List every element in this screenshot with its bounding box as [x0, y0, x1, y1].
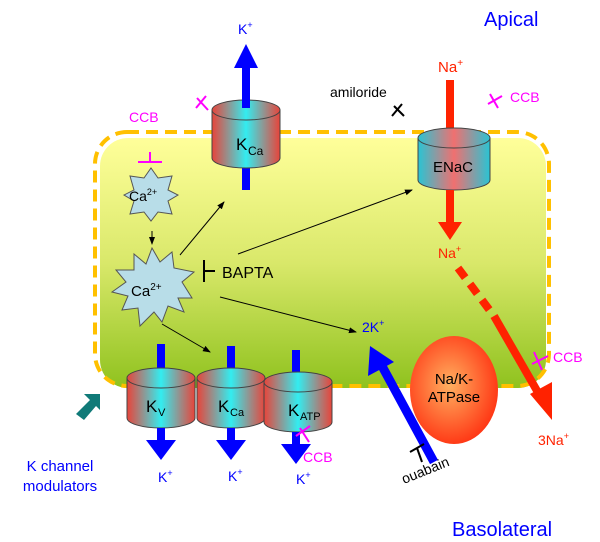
k-efflux-arrow-up	[234, 44, 258, 108]
modulators-label: modulators	[23, 478, 97, 495]
svg-text:Ca: Ca	[230, 407, 245, 419]
na-efflux-line	[490, 314, 544, 398]
inhibitor-icon	[531, 351, 549, 371]
modulators-label: K channel	[27, 458, 94, 475]
na-ion-label: Na+	[438, 244, 461, 261]
svg-text:ENaC: ENaC	[433, 159, 473, 176]
kca-apical-channel: K Ca	[211, 44, 281, 190]
calcium-label: Ca2+	[131, 282, 162, 300]
svg-text:K: K	[146, 397, 158, 416]
na-k-atpase	[410, 336, 498, 444]
inhibitor-icon	[409, 443, 425, 463]
inhibitor-icon	[295, 425, 311, 443]
k-ion-label: K+	[296, 470, 311, 487]
bapta-label: BAPTA	[222, 265, 274, 282]
inhibitor-icon	[203, 260, 215, 282]
svg-text:K: K	[236, 135, 248, 154]
svg-text:Ca: Ca	[248, 144, 264, 158]
inhibitor-icon	[138, 152, 162, 163]
k-ion-label: K+	[238, 20, 253, 37]
ccb-label: CCB	[129, 109, 159, 125]
nak-label: ATPase	[428, 389, 480, 406]
inhibitor-icon	[195, 95, 209, 111]
k-ion-label: K+	[158, 468, 173, 485]
ccb-label: CCB	[553, 349, 583, 365]
na-influx-bar	[446, 80, 454, 140]
kv-channel: K V	[126, 344, 196, 460]
two-k-label: 2K+	[362, 318, 384, 335]
enac-channel: ENaC	[417, 127, 491, 191]
calcium-store-star	[122, 167, 180, 222]
nak-label: Na/K-	[435, 371, 473, 388]
amiloride-label: amiloride	[330, 84, 387, 100]
k-uptake-arrowhead	[368, 346, 394, 376]
inhibitor-icon	[391, 103, 405, 117]
katp-channel: K ATP	[263, 350, 333, 464]
na-arrow-down	[438, 190, 462, 240]
kca-basolateral-channel: K Ca	[196, 346, 266, 460]
svg-text:K: K	[288, 401, 300, 420]
ccb-label: CCB	[303, 449, 333, 465]
ccb-label: CCB	[510, 89, 540, 105]
inhibitor-icon	[487, 93, 503, 109]
svg-text:ATP: ATP	[300, 411, 321, 423]
na-ion-label: Na+	[438, 58, 463, 76]
three-na-label: 3Na+	[538, 431, 569, 448]
modulator-arrow-icon	[76, 394, 100, 420]
basolateral-label: Basolateral	[452, 519, 552, 541]
svg-text:K: K	[218, 397, 230, 416]
calcium-burst	[110, 246, 196, 328]
calcium-label: Ca2+	[129, 187, 157, 204]
k-uptake-line	[378, 363, 438, 465]
na-efflux-arrowhead	[530, 382, 552, 420]
cell-body	[100, 138, 546, 388]
apical-label: Apical	[484, 9, 538, 31]
svg-text:V: V	[158, 407, 166, 419]
signal-arrows	[161, 189, 413, 353]
na-path-dotted	[454, 265, 498, 319]
k-ion-label: K+	[228, 467, 243, 484]
ouabain-label: ouabain	[399, 453, 451, 487]
